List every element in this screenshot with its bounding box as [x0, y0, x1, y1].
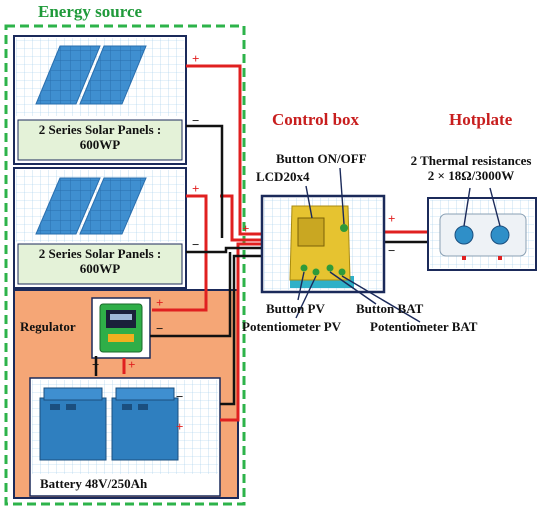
plus-marker: + — [192, 51, 200, 66]
solar-panel-icon — [79, 177, 147, 235]
control-box — [260, 194, 386, 294]
button-onoff-icon — [340, 224, 348, 232]
minus-marker: − — [156, 321, 164, 336]
button-pv-icon — [300, 264, 308, 272]
regulator-label: Regulator — [20, 319, 76, 334]
plus-marker: + — [242, 221, 250, 236]
panel-group-1-label-box — [17, 119, 183, 161]
energy-source-title: Energy source — [38, 2, 143, 21]
potentiometer-bat-label: Potentiometer BAT — [370, 319, 478, 334]
panel-group-2-label-box — [17, 243, 183, 285]
annotation-pointers — [295, 167, 501, 323]
solar-panel-group-1 — [13, 35, 187, 165]
solar-panel-icon — [35, 45, 101, 105]
minus-marker: − — [192, 113, 200, 128]
plus-marker: + — [128, 357, 136, 372]
button-pv-label: Button PV — [266, 301, 325, 316]
plus-marker: + — [388, 211, 396, 226]
resistances-label: 2 Thermal resistances 2 × 18Ω/3000W — [396, 153, 546, 184]
plus-marker: + — [176, 419, 184, 434]
panel-group-2-label-line1: 2 Series Solar Panels : — [38, 246, 162, 261]
regulator-device-icon — [91, 297, 151, 359]
minus-marker: − — [388, 243, 396, 258]
solar-panel-group-2 — [13, 167, 187, 289]
thermal-resistance-icon — [454, 225, 474, 245]
lcd-screen-icon — [297, 217, 325, 247]
button-bat-icon — [326, 264, 334, 272]
potentiometer-bat-icon — [338, 268, 346, 276]
button-bat-label: Button BAT — [356, 301, 424, 316]
panel-group-2-label: 2 Series Solar Panels : 600WP — [18, 246, 182, 277]
minus-marker: − — [92, 357, 100, 372]
minus-marker: − — [176, 389, 184, 404]
panel-group-1-label: 2 Series Solar Panels : 600WP — [18, 122, 182, 153]
thermal-resistance-icon — [490, 225, 510, 245]
plus-marker: + — [156, 295, 164, 310]
solar-panel-icon — [35, 177, 101, 235]
lcd-label: LCD20x4 — [256, 169, 310, 184]
minus-marker: − — [192, 237, 200, 252]
panel-group-1-label-line1: 2 Series Solar Panels : — [38, 122, 162, 137]
potentiometer-pv-label: Potentiometer PV — [242, 319, 342, 334]
resistances-label-line2: 2 × 18Ω/3000W — [427, 167, 515, 183]
battery-label: Battery 48V/250Ah — [40, 476, 148, 491]
panel-group-1-label-line2: 600WP — [79, 136, 121, 152]
resistances-label-line1: 2 Thermal resistances — [410, 153, 532, 168]
plus-marker: + — [192, 181, 200, 196]
potentiometer-pv-icon — [312, 268, 320, 276]
button-onoff-label: Button ON/OFF — [276, 151, 367, 166]
solar-panel-icon — [79, 45, 147, 105]
hotplate-title: Hotplate — [449, 110, 513, 129]
hotplate-device — [427, 197, 537, 271]
control-box-title: Control box — [272, 110, 360, 129]
minus-marker: − — [242, 249, 250, 264]
negative-wires — [94, 124, 428, 406]
energy-source-frame — [4, 24, 246, 506]
panel-group-2-label-line2: 600WP — [79, 260, 121, 276]
battery-icon — [29, 377, 221, 497]
